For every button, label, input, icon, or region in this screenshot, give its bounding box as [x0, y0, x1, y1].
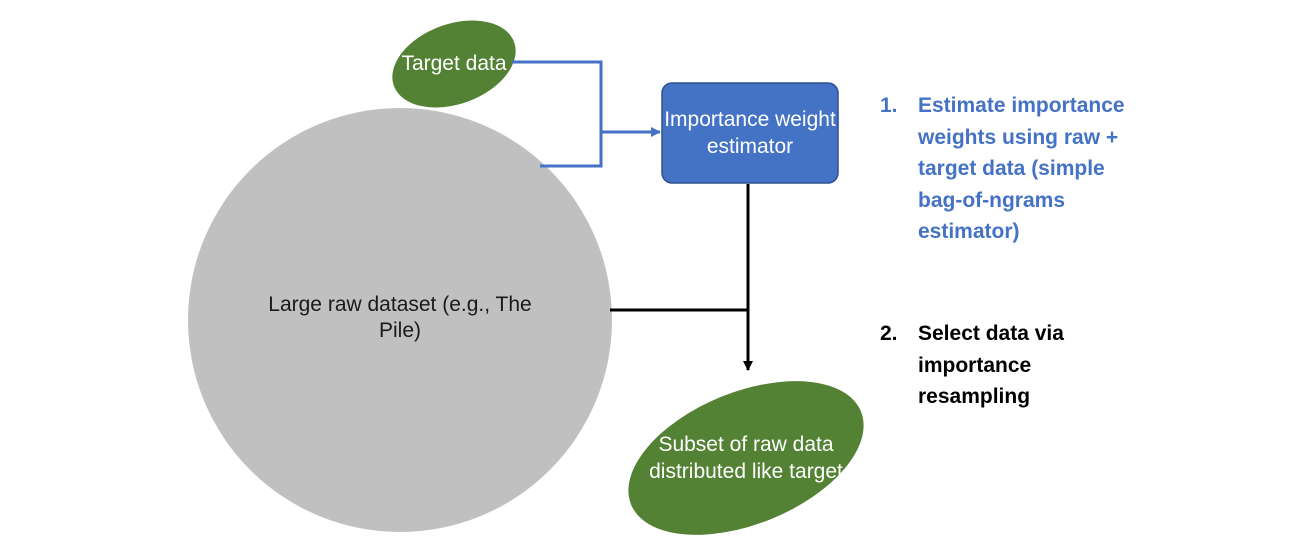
step-2-number: 2. — [880, 322, 898, 345]
subset-label: Subset of raw data distributed like targ… — [649, 432, 843, 483]
estimator-node — [661, 82, 839, 184]
raw-connector — [540, 132, 603, 168]
subset-node — [628, 381, 864, 535]
step-2: 2. Select data via importance resampling — [880, 318, 1146, 413]
raw-dataset-node — [188, 108, 612, 532]
step-1: 1. Estimate importance weights using raw… — [880, 90, 1146, 248]
target-data-label: Target data — [401, 51, 507, 75]
raw-dataset-label: Large raw dataset (e.g., The Pile) — [268, 292, 532, 342]
target-data-node — [392, 20, 516, 108]
step-1-text: Estimate importance weights using raw + … — [918, 94, 1125, 243]
target-connector — [512, 60, 603, 132]
estimator-label: Importance weight estimator — [664, 107, 836, 158]
step-2-text: Select data via importance resampling — [918, 322, 1064, 408]
step-1-number: 1. — [880, 94, 898, 117]
